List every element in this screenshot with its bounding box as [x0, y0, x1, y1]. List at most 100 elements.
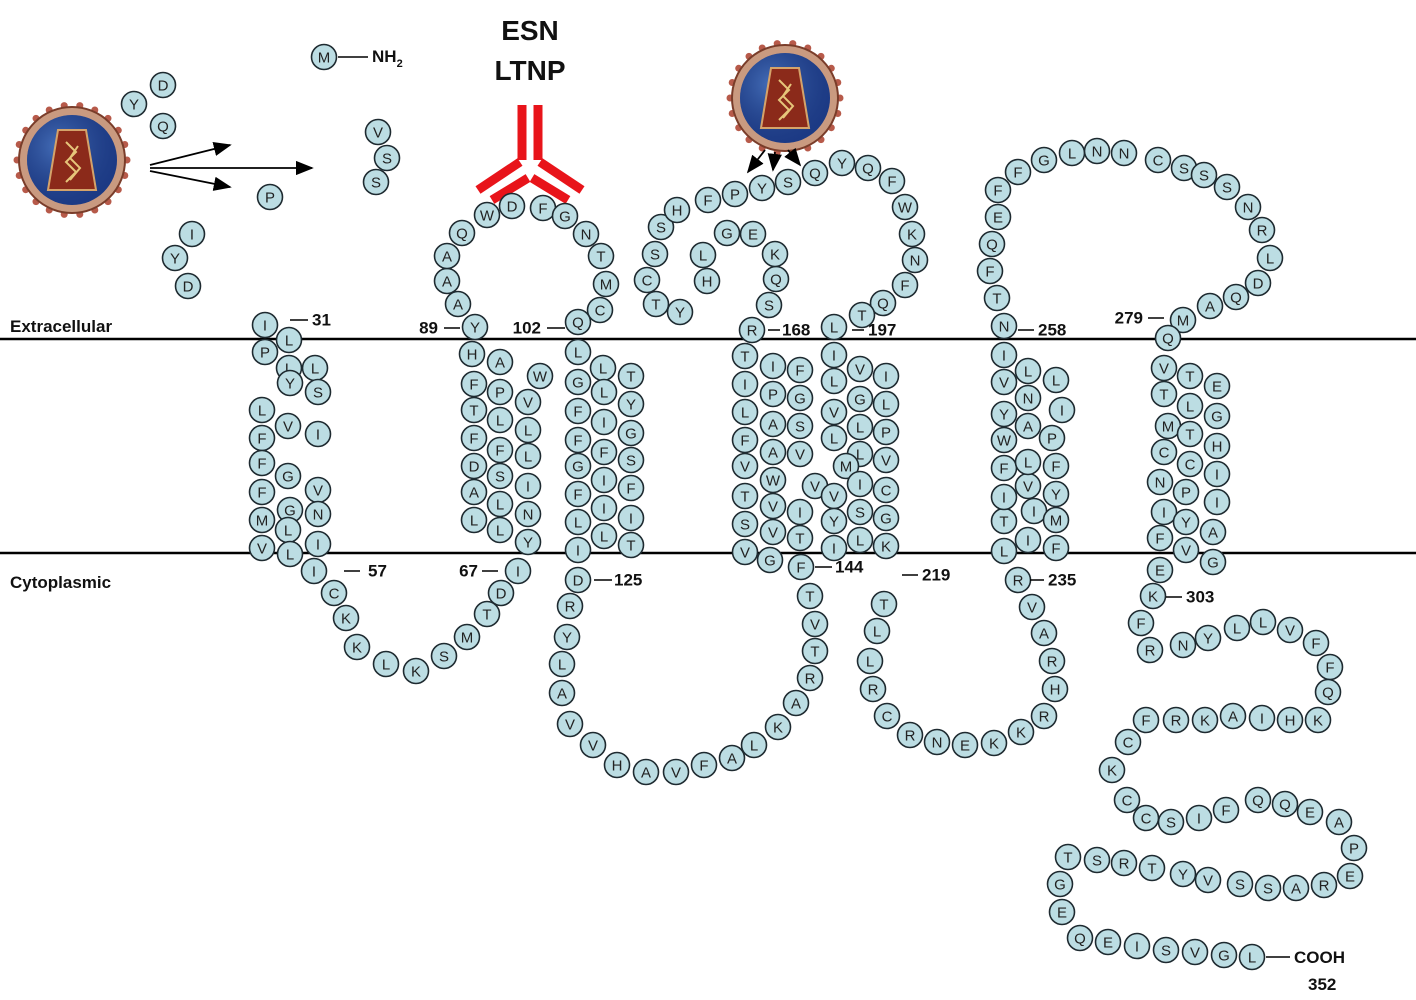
- residue-circle: [690, 751, 718, 779]
- residue-letter: F: [796, 560, 805, 577]
- residue-letter: V: [999, 375, 1009, 392]
- residue-circle: [1190, 161, 1218, 189]
- residue: Y: [553, 623, 581, 651]
- residue-letter: T: [1185, 369, 1194, 386]
- residue: F: [590, 438, 618, 466]
- residue: D: [498, 192, 526, 220]
- residue-circle: [320, 579, 348, 607]
- residue: Y: [276, 369, 304, 397]
- residue-circle: [774, 168, 802, 196]
- residue: T: [990, 507, 1018, 535]
- residue-circle: [990, 537, 1018, 565]
- residue-circle: [251, 338, 279, 366]
- residue-number: 219: [922, 566, 950, 585]
- residue-letter: D: [573, 573, 584, 590]
- residue-circle: [713, 219, 741, 247]
- residue: F: [1004, 158, 1032, 186]
- residue-circle: [731, 482, 759, 510]
- residue-circle: [786, 524, 814, 552]
- residue-circle: [1154, 324, 1182, 352]
- residue: L: [1042, 366, 1070, 394]
- residue-circle: [1138, 854, 1166, 882]
- residue-circle: [1203, 372, 1231, 400]
- residue-letter: I: [771, 359, 775, 376]
- residue-circle: [1146, 524, 1174, 552]
- residue: F: [564, 480, 592, 508]
- residue-circle: [1162, 706, 1190, 734]
- residue: W: [473, 201, 501, 229]
- residue: I: [564, 536, 592, 564]
- residue: T: [1176, 362, 1204, 390]
- residue: C: [1144, 146, 1172, 174]
- residue-circle: [755, 291, 783, 319]
- residue-circle: [693, 267, 721, 295]
- residue: F: [564, 397, 592, 425]
- residue-circle: [641, 240, 669, 268]
- residue: L: [1014, 448, 1042, 476]
- residue-letter: I: [316, 537, 320, 554]
- residue-circle: [1310, 871, 1338, 899]
- residue-letter: G: [794, 391, 806, 408]
- residue-circle: [633, 266, 661, 294]
- residue-letter: F: [257, 485, 266, 502]
- residue: V: [731, 538, 759, 566]
- residue-circle: [990, 312, 1018, 340]
- residue: L: [820, 424, 848, 452]
- residue: Q: [564, 308, 592, 336]
- residue: A: [1014, 412, 1042, 440]
- residue-circle: [1176, 362, 1204, 390]
- residue: I: [872, 362, 900, 390]
- residue: P: [759, 380, 787, 408]
- residue: V: [820, 398, 848, 426]
- residue-letter: V: [795, 447, 805, 464]
- residue-circle: [1169, 306, 1197, 334]
- residue-letter: H: [702, 274, 713, 291]
- residue: G: [786, 384, 814, 412]
- residue-letter: F: [469, 377, 478, 394]
- residue-circle: [859, 675, 887, 703]
- residue: C: [1150, 438, 1178, 466]
- residue: T: [983, 284, 1011, 312]
- residue-letter: L: [496, 497, 504, 514]
- residue-letter: Q: [157, 119, 169, 136]
- residue-circle: [1113, 786, 1141, 814]
- residue: T: [587, 242, 615, 270]
- residue: F: [617, 474, 645, 502]
- residue: L: [372, 650, 400, 678]
- residue: R: [896, 721, 924, 749]
- residue: L: [689, 241, 717, 269]
- residue-letter: T: [469, 403, 478, 420]
- residue-letter: L: [699, 248, 707, 265]
- residue-letter: L: [470, 513, 478, 530]
- residue-circle: [1030, 146, 1058, 174]
- residue-circle: [572, 220, 600, 248]
- residue: R: [1110, 849, 1138, 877]
- residue-letter: S: [1166, 815, 1176, 832]
- residue-circle: [820, 313, 848, 341]
- residue-circle: [1304, 706, 1332, 734]
- residue: I: [514, 472, 542, 500]
- residue-circle: [1172, 478, 1200, 506]
- residue-circle: [460, 478, 488, 506]
- residue-letter: L: [1233, 621, 1241, 638]
- residue-letter: C: [1185, 457, 1196, 474]
- residue-circle: [486, 462, 514, 490]
- residue-circle: [731, 370, 759, 398]
- residue: F: [460, 424, 488, 452]
- residue-letter: F: [538, 201, 547, 218]
- residue-letter: F: [795, 363, 804, 380]
- residue-circle: [1203, 460, 1231, 488]
- residue-circle: [1244, 786, 1272, 814]
- residue-letter: Y: [1203, 631, 1213, 648]
- residue-circle: [514, 472, 542, 500]
- residue-circle: [796, 582, 824, 610]
- residue-letter: I: [1215, 495, 1219, 512]
- residue-letter: S: [1199, 168, 1209, 185]
- residue: I: [820, 341, 848, 369]
- residue-circle: [460, 452, 488, 480]
- residue-circle: [689, 241, 717, 269]
- residue: N: [901, 246, 929, 274]
- residue: K: [761, 240, 789, 268]
- residue-circle: [872, 476, 900, 504]
